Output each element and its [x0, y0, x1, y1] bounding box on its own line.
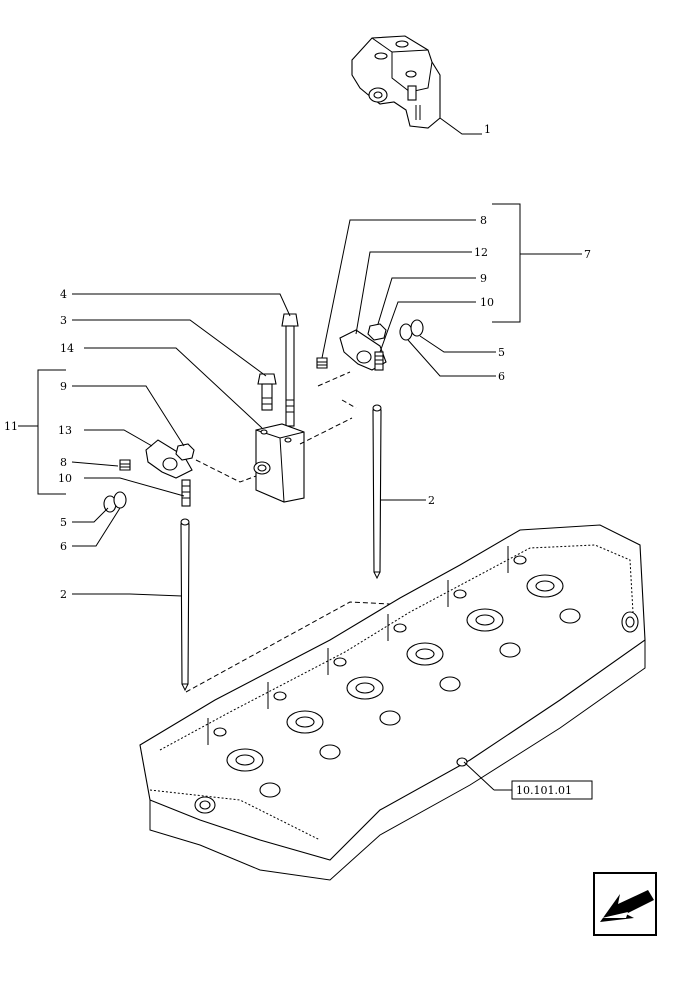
- callout-3: 3: [60, 314, 67, 327]
- reference-box: [511, 780, 593, 800]
- callout-6-right: 6: [498, 370, 505, 383]
- callout-11: 11: [4, 420, 18, 433]
- callout-8-right: 8: [480, 214, 487, 227]
- center-support-group: [253, 313, 305, 503]
- reference-label[interactable]: 10.101.01: [516, 784, 572, 797]
- arrow-back-icon[interactable]: [593, 872, 657, 936]
- callout-7: 7: [584, 248, 591, 261]
- callout-13: 13: [58, 424, 72, 437]
- callout-14: 14: [60, 342, 74, 355]
- cylinder-head: [139, 524, 646, 881]
- left-rocker-group: [103, 439, 195, 692]
- callout-10-right: 10: [480, 296, 494, 309]
- callout-5-left: 5: [60, 516, 67, 529]
- callout-6-left: 6: [60, 540, 67, 553]
- callout-9-left: 9: [60, 380, 67, 393]
- callout-1: 1: [484, 123, 491, 136]
- right-rocker-group: [316, 319, 424, 580]
- callout-5-right: 5: [498, 346, 505, 359]
- rocker-support-assembly: [351, 35, 482, 135]
- callout-8-left: 8: [60, 456, 67, 469]
- callout-4: 4: [60, 288, 67, 301]
- callout-2-right: 2: [428, 494, 435, 507]
- callout-10-left: 10: [58, 472, 72, 485]
- callout-2-left: 2: [60, 588, 67, 601]
- callout-9-right: 9: [480, 272, 487, 285]
- callout-12: 12: [474, 246, 488, 259]
